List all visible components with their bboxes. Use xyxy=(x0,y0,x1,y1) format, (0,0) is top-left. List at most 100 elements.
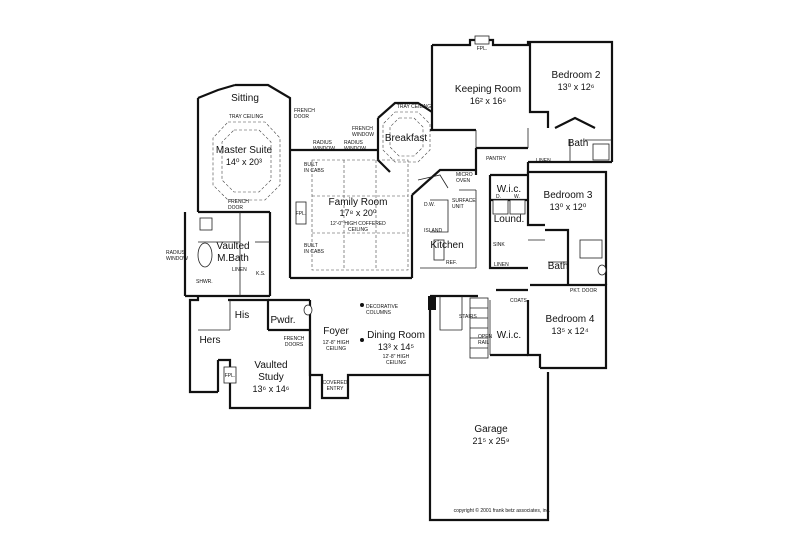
shower-note: SHWR. xyxy=(196,279,213,285)
linen-mid-note: LINEN xyxy=(494,262,509,268)
pocket-door-note: PKT. DOOR xyxy=(570,288,597,294)
his-closet-label: His xyxy=(235,310,249,321)
family-room-label: Family Room xyxy=(329,197,388,208)
annotation-notes: FPL. FPL. FPL. TRAY CEILING TRAY CEILING… xyxy=(166,46,597,514)
coffered-ceiling-grid xyxy=(311,159,409,271)
radius-window-note-4: WINDOW xyxy=(344,146,366,152)
knee-space-note: K.S. xyxy=(256,271,265,277)
master-tray-ceiling xyxy=(212,121,281,201)
bath-lower-label: Bath xyxy=(548,261,569,272)
bedroom-4-dims: 13⁵ x 12⁴ xyxy=(551,326,588,336)
bedroom-2-label: Bedroom 2 xyxy=(552,70,601,81)
keeping-room-label: Keeping Room xyxy=(455,84,521,95)
garage-dims: 21⁵ x 25⁹ xyxy=(472,436,509,446)
washer-icon xyxy=(509,199,526,215)
shower-icon xyxy=(199,217,213,231)
powder-label: Pwdr. xyxy=(270,315,295,326)
bedroom-2-dims: 13⁰ x 12⁶ xyxy=(558,82,595,92)
tub-icon xyxy=(579,239,603,259)
micro-note-2: OVEN xyxy=(456,178,471,184)
foyer-ceiling-note-2: CEILING xyxy=(326,346,346,352)
study-label-1: Vaulted xyxy=(254,360,287,371)
hers-closet-label: Hers xyxy=(199,335,220,346)
stairs-icon xyxy=(469,297,489,359)
vaulted-bath-label-2: M.Bath xyxy=(217,253,249,264)
foyer-ceiling-note-1: 12'-8" HIGH xyxy=(323,340,350,346)
covered-entry-note-1: COVERED xyxy=(323,380,348,386)
garage-label: Garage xyxy=(474,424,508,435)
built-in-note-1: BUILT xyxy=(304,162,318,168)
coffered-note-2: CEILING xyxy=(348,227,368,233)
tub-icon xyxy=(592,143,610,161)
surface-note-1: SURFACE xyxy=(452,198,476,204)
vaulted-bath-label-1: Vaulted xyxy=(216,241,249,252)
island-counter-icon xyxy=(433,239,445,261)
french-door-master-note-2: DOOR xyxy=(228,205,243,211)
fireplace-icon xyxy=(223,366,237,384)
fireplace-icon xyxy=(295,201,307,225)
column-icon xyxy=(428,296,436,310)
copyright-note: copyright © 2001 frank betz associates, … xyxy=(454,507,551,514)
room-labels: Keeping Room 16² x 16⁶ Bedroom 2 13⁰ x 1… xyxy=(199,70,600,446)
linen-bath-note: LINEN xyxy=(232,267,247,273)
open-rail-note-2: RAIL xyxy=(478,340,489,346)
master-suite-dims: 14⁰ x 20³ xyxy=(226,157,262,167)
laundry-label: Lound. xyxy=(494,214,525,225)
breakfast-label: Breakfast xyxy=(385,133,427,144)
fireplace-icon xyxy=(474,35,490,45)
fpl-top-note: FPL. xyxy=(477,46,488,52)
french-window-note-1: FRENCH xyxy=(352,126,373,132)
ref-note: REF. xyxy=(446,260,457,266)
study-dims: 13⁶ x 14⁶ xyxy=(253,384,290,394)
linen-top-note: LINEN xyxy=(536,158,551,164)
sitting-label: Sitting xyxy=(231,93,259,104)
toilet-icon xyxy=(597,264,607,276)
built-in-note-2: IN CABS xyxy=(304,168,325,174)
toilet-icon xyxy=(303,304,313,316)
tub-icon xyxy=(197,242,213,268)
island-note: ISLAND xyxy=(424,228,442,234)
decorative-columns-note-1: DECORATIVE xyxy=(366,304,399,310)
french-window-note-2: WINDOW xyxy=(352,132,374,138)
radius-window-note-3: RADIUS xyxy=(344,140,364,146)
radius-window-left-note-1: RADIUS xyxy=(166,250,186,256)
dryer-note: D. xyxy=(496,194,501,200)
bedroom-3-label: Bedroom 3 xyxy=(544,190,593,201)
dining-ceiling-note-2: CEILING xyxy=(386,360,406,366)
column-icon xyxy=(360,338,364,342)
surface-note-2: UNIT xyxy=(452,204,464,210)
radius-window-note-2: WINDOW xyxy=(313,146,335,152)
built-in-note-3: BUILT xyxy=(304,243,318,249)
open-rail-note-1: OPEN xyxy=(478,334,493,340)
dining-ceiling-note-1: 12'-8" HIGH xyxy=(383,354,410,360)
family-room-dims: 17⁸ x 20⁰ xyxy=(340,208,377,218)
kitchen-label: Kitchen xyxy=(430,240,463,251)
decorative-columns-note-2: COLUMNS xyxy=(366,310,392,316)
study-label-2: Study xyxy=(258,372,284,383)
sink-note: SINK xyxy=(493,242,505,248)
built-in-note-4: IN CABS xyxy=(304,249,325,255)
bedroom-3-dims: 13⁰ x 12⁰ xyxy=(550,202,587,212)
foyer-label: Foyer xyxy=(323,326,349,337)
radius-window-left-note-2: WINDOW xyxy=(166,256,188,262)
breakfast-tray-ceiling xyxy=(382,111,431,163)
french-door-top-note-1: FRENCH xyxy=(294,108,315,114)
pantry-note: PANTRY xyxy=(486,156,506,162)
coats-note: COATS xyxy=(510,298,528,304)
tray-ceiling-breakfast-note: TRAY CEILING xyxy=(397,104,431,110)
interior-lines xyxy=(198,128,612,355)
dining-room-label: Dining Room xyxy=(367,330,425,341)
micro-note-1: MICRO xyxy=(456,172,473,178)
fpl-study-note: FPL. xyxy=(225,373,236,379)
washer-note: W. xyxy=(514,194,520,200)
bath-upper-label: Bath xyxy=(568,138,589,149)
dw-note: D.W. xyxy=(424,202,435,208)
fixtures xyxy=(197,35,610,384)
fpl-family-note: FPL. xyxy=(296,211,307,217)
stairs-note: STAIRS xyxy=(459,314,477,320)
french-doors-study-note-2: DOORS xyxy=(285,342,304,348)
wic-lower-label: W.i.c. xyxy=(497,330,521,341)
wic-upper-label: W.i.c. xyxy=(497,184,521,195)
french-door-master-note-1: FRENCH xyxy=(228,199,249,205)
